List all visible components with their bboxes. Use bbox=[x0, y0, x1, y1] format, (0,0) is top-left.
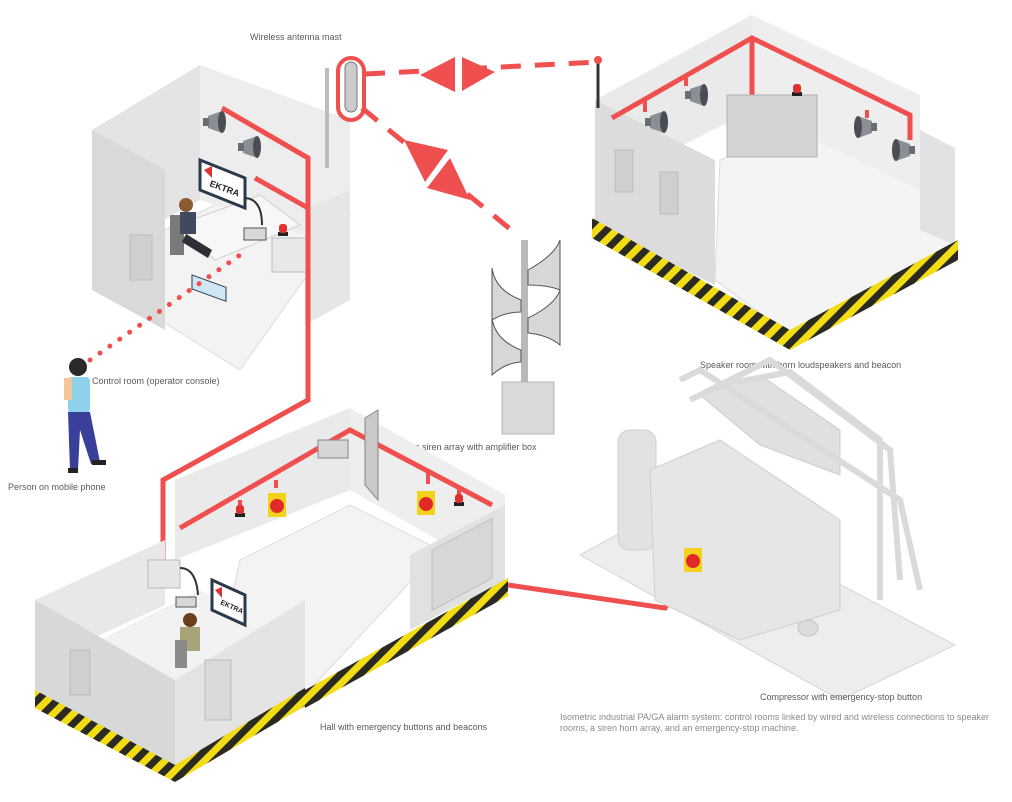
operator-figure bbox=[175, 613, 200, 668]
field-person: Person on mobile phone bbox=[8, 358, 106, 492]
window bbox=[69, 649, 91, 696]
diagram-description: Isometric industrial PA/GA alarm system:… bbox=[560, 712, 990, 733]
amplifier-box bbox=[147, 559, 181, 589]
link-arrow-right-icon bbox=[462, 57, 495, 91]
amplifier-cabinet bbox=[726, 94, 818, 158]
arm bbox=[64, 378, 72, 400]
siren-amplifier-box bbox=[501, 381, 555, 435]
hazard-stripe-left bbox=[592, 218, 790, 350]
hazard-stripe-booth-left bbox=[35, 690, 175, 782]
back-wall-left bbox=[175, 408, 350, 560]
window bbox=[614, 149, 634, 193]
window bbox=[129, 234, 153, 281]
emergency-stop-icon bbox=[684, 548, 702, 572]
roller-door bbox=[431, 517, 493, 612]
link-arrow-down-icon bbox=[427, 158, 470, 200]
siren-array-label: Horn siren array with amplifier box bbox=[400, 442, 537, 452]
antenna-light-icon bbox=[594, 56, 602, 64]
machine-pipes bbox=[678, 356, 923, 600]
speaker-room-label: Speaker room with horn loudspeakers and … bbox=[700, 360, 901, 370]
torso bbox=[68, 377, 90, 413]
booth-front-wall-left bbox=[35, 600, 175, 770]
antenna-mast: Wireless antenna mast bbox=[250, 32, 366, 168]
beacon-icon bbox=[278, 224, 288, 236]
paging-console bbox=[175, 596, 197, 608]
production-hall: EKTRA Hall with emergency buttons and be… bbox=[35, 408, 508, 782]
siren-pole bbox=[521, 240, 528, 390]
door bbox=[204, 659, 232, 721]
amplifier-box bbox=[271, 237, 311, 273]
siren-horn bbox=[491, 317, 522, 377]
field-person-label: Person on mobile phone bbox=[8, 482, 106, 492]
side-wall-right bbox=[920, 130, 955, 245]
shoe bbox=[68, 468, 78, 473]
booth-front-wall-right bbox=[175, 600, 305, 770]
keyboard bbox=[191, 274, 227, 302]
speaker-cable bbox=[610, 35, 913, 140]
legs bbox=[68, 412, 100, 470]
emergency-stop-icon bbox=[268, 493, 286, 517]
beacon-icon bbox=[792, 84, 802, 96]
window bbox=[659, 171, 679, 215]
link-arrow-up-icon bbox=[404, 140, 448, 182]
siren-array: Horn siren array with amplifier box bbox=[400, 239, 561, 452]
gooseneck-mic bbox=[245, 197, 263, 226]
head bbox=[69, 358, 87, 376]
machine-body bbox=[649, 439, 841, 641]
link-arrow-left-icon bbox=[420, 57, 455, 92]
paging-console bbox=[243, 227, 267, 241]
operator-monitor: EKTRA bbox=[198, 157, 247, 211]
wireless-link-siren bbox=[360, 106, 517, 235]
hazard-stripe-right bbox=[790, 240, 958, 350]
machine-pipe-end bbox=[797, 619, 819, 637]
hazard-stripe-hall bbox=[305, 578, 508, 708]
hall-horn-speaker bbox=[317, 409, 379, 502]
siren-horn bbox=[527, 289, 561, 347]
siren-horn bbox=[491, 267, 522, 321]
beacon-icon bbox=[235, 505, 245, 517]
emergency-stop-icon bbox=[417, 491, 435, 515]
operator-figure bbox=[170, 198, 212, 258]
front-wall-right bbox=[305, 190, 350, 325]
hazard-stripe-booth-right bbox=[175, 688, 305, 782]
control-room-top: EKTRA Control room (operator console) bbox=[92, 65, 351, 386]
operator-monitor: EKTRA bbox=[210, 577, 247, 628]
gooseneck-mic bbox=[179, 567, 199, 596]
compressor-machine: Compressor with emergency-stop button bbox=[578, 356, 957, 702]
control-room-label: Control room (operator console) bbox=[92, 376, 220, 386]
hall-cable bbox=[178, 427, 494, 531]
antenna-mast-label: Wireless antenna mast bbox=[250, 32, 342, 42]
machine-label: Compressor with emergency-stop button bbox=[760, 692, 922, 702]
beacon-icon bbox=[454, 494, 464, 506]
siren-horn bbox=[527, 239, 561, 291]
wireless-link-speaker-room bbox=[364, 57, 599, 92]
speaker-room: Speaker room with horn loudspeakers and … bbox=[592, 15, 958, 370]
production-hall-label: Hall with emergency buttons and beacons bbox=[320, 722, 488, 732]
antenna-highlight bbox=[336, 56, 366, 122]
wired-link-control-to-hall bbox=[160, 105, 311, 560]
shoe bbox=[92, 460, 106, 465]
